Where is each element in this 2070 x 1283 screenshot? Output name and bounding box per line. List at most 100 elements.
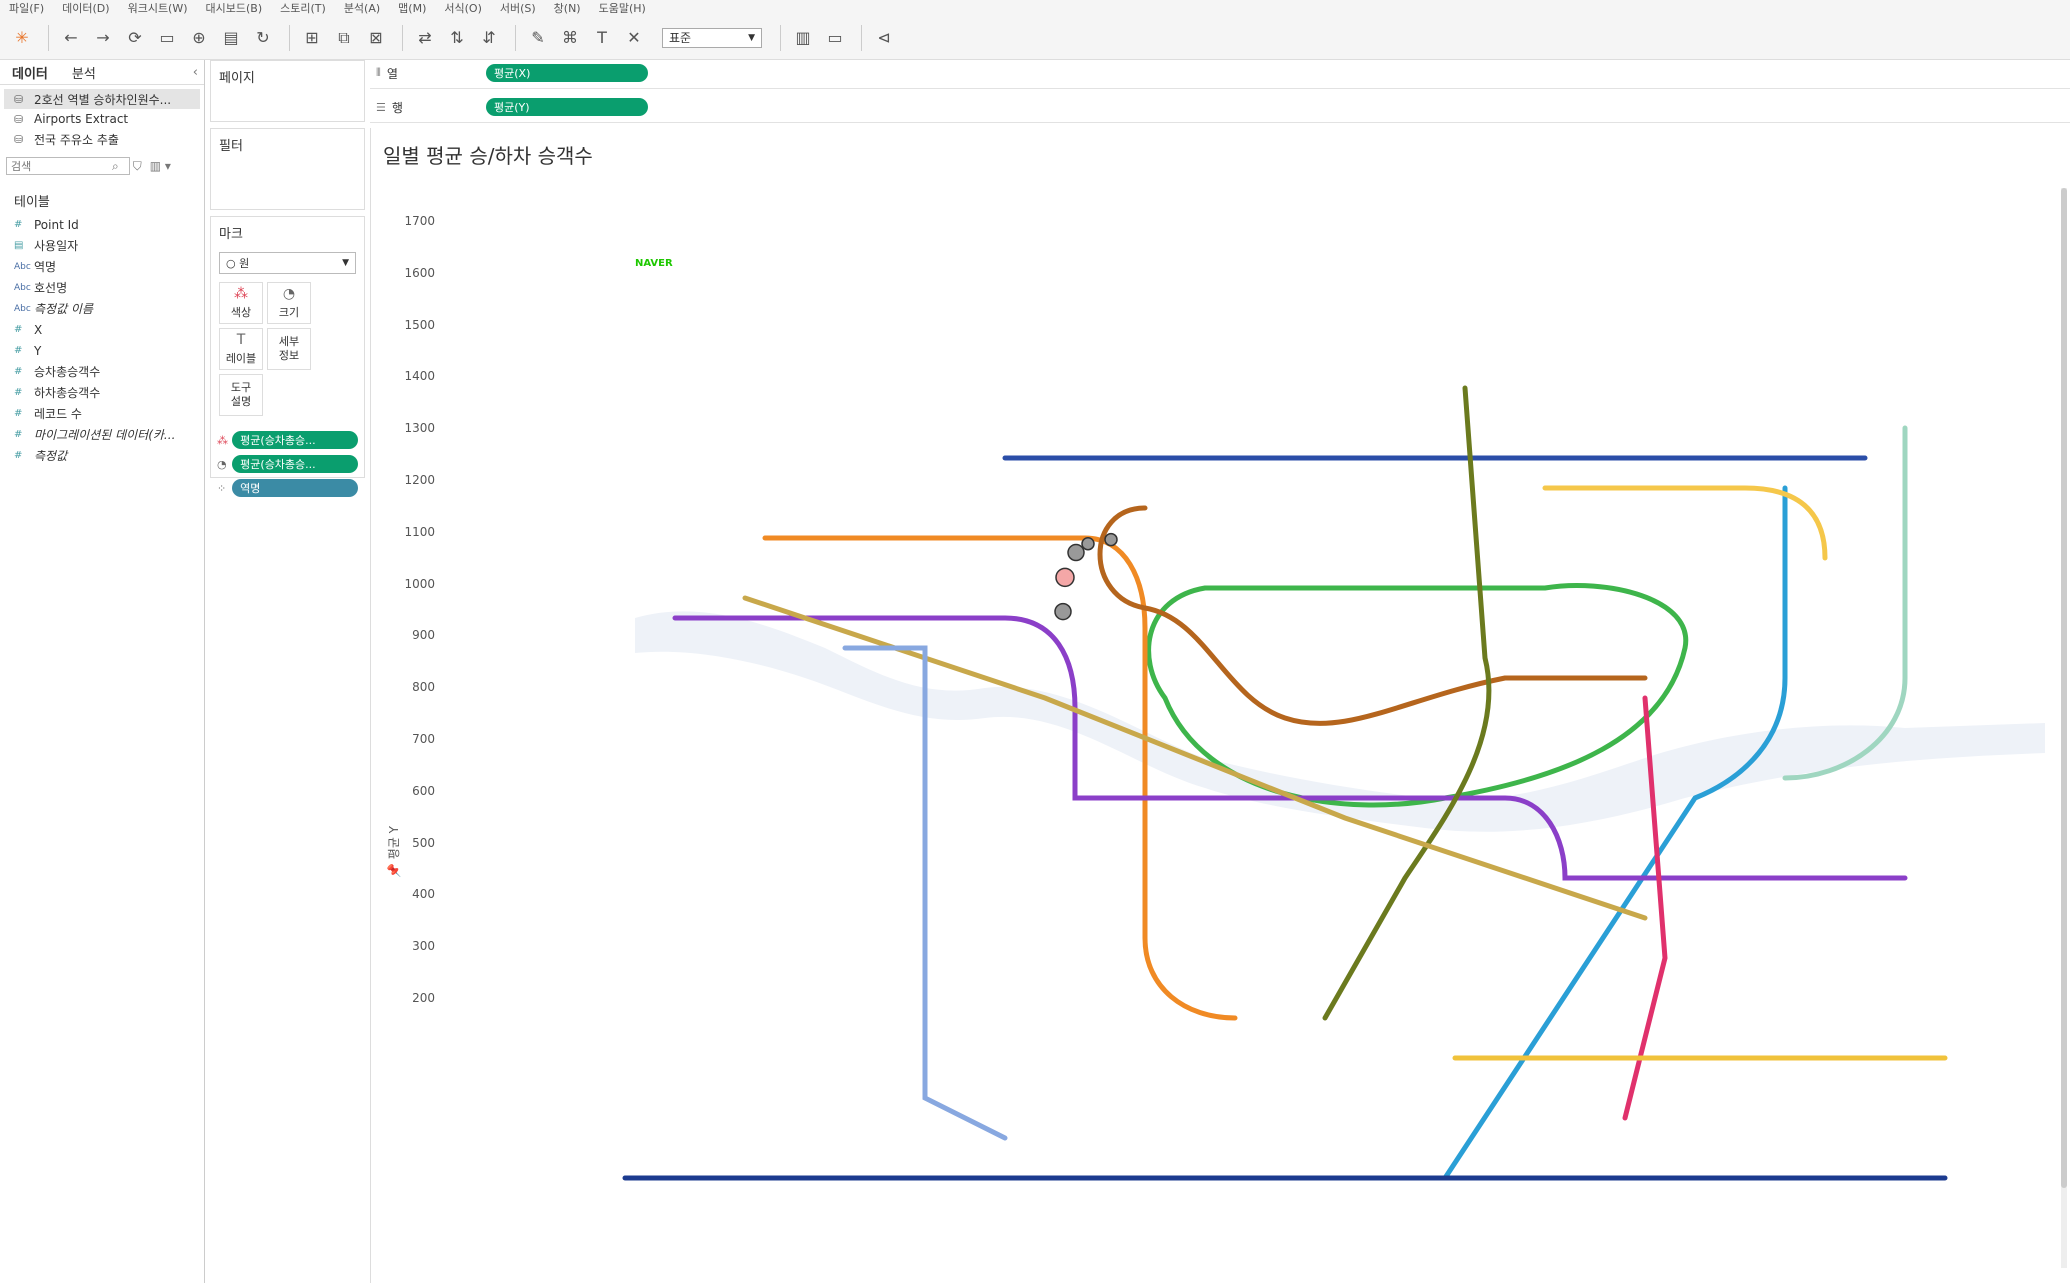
save-icon[interactable]: ▭ [159,28,175,47]
datasource-item[interactable]: ⛁ 2호선 역별 승하차인원수... [4,89,200,109]
menu-worksheet[interactable]: 워크시트(W) [127,2,188,15]
field-item[interactable]: #Point Id [0,214,204,235]
pause-updates-icon[interactable]: ▤ [223,28,239,47]
menu-map[interactable]: 맵(M) [398,2,427,15]
clear-sheet-icon[interactable]: ⊠ [369,28,383,47]
sort-descending-icon[interactable]: ⇵ [482,28,496,47]
menu-format[interactable]: 서식(O) [444,2,482,15]
rows-pill[interactable]: 평균(Y) [486,98,648,116]
collapse-icon[interactable]: ‹ [192,64,198,80]
y-axis-label-text: 평균 Y [387,825,401,860]
vertical-scrollbar[interactable] [2061,188,2067,1268]
presentation-icon[interactable]: ▭ [827,28,843,47]
field-name: Point Id [34,217,79,232]
label-icon: T [236,332,246,348]
columns-pill[interactable]: 평균(X) [486,64,648,82]
size-icon: ◔ [282,286,296,302]
view-options-icon[interactable]: ▥ ▾ [149,159,171,173]
show-me-icon[interactable]: ▥ [795,28,811,47]
station-mark[interactable] [1081,536,1095,551]
color-label: 색상 [230,306,252,319]
viz-title: 일별 평균 승/하차 승객수 [383,144,593,168]
datasource-label: 전국 주유소 추출 [34,132,119,147]
datasource-label: Airports Extract [34,112,129,126]
tab-analysis[interactable]: 분석 [71,66,96,82]
menu-analysis[interactable]: 분석(A) [343,2,381,15]
field-item[interactable]: #레코드 수 [0,403,204,424]
marks-title: 마크 [219,227,243,242]
new-worksheet-icon[interactable]: ⊞ [305,28,319,47]
toolbar-divider [289,24,290,51]
tab-data[interactable]: 데이터 [12,66,48,82]
highlight-icon[interactable]: ✎ [531,28,545,47]
number-type-icon: # [14,324,23,335]
share-icon[interactable]: ⊲ [877,28,891,47]
field-item[interactable]: #X [0,319,204,340]
swap-icon[interactable]: ⇄ [418,28,432,47]
menu-story[interactable]: 스토리(T) [280,2,326,15]
detail-dimension-pill[interactable]: 역명 [232,479,358,497]
label-icon[interactable]: T [597,28,607,47]
columns-shelf-label: ⦀열 [370,65,486,82]
datasource-item[interactable]: ⛁ 전국 주유소 추출 [0,129,204,149]
number-type-icon: # [14,366,23,377]
size-pill-row: ◔ 평균(승차총승... [211,452,364,476]
fit-select[interactable]: 표준 ▼ [662,27,762,48]
y-tick-label: 1200 [404,473,435,487]
field-item[interactable]: #승차총승객수 [0,361,204,382]
string-type-icon: Abc [14,282,31,293]
mark-type-select[interactable]: ○ 원 ▼ [219,252,356,274]
station-mark[interactable] [1104,532,1118,547]
station-mark[interactable] [1067,543,1085,562]
duplicate-icon[interactable]: ⧉ [338,27,350,47]
replay-icon[interactable]: ⟳ [128,28,142,47]
river-shape [635,611,2045,832]
refresh-icon[interactable]: ↻ [256,28,270,47]
menu-help[interactable]: 도움말(H) [598,2,646,15]
tables-title: 테이블 [14,195,50,210]
fix-axes-icon[interactable]: ✕ [627,28,641,47]
plot-area[interactable]: NAVER [445,178,2045,1278]
menu-data[interactable]: 데이터(D) [62,2,110,15]
tooltip-button[interactable]: 도구 설명 [219,374,263,416]
datasource-item[interactable]: ⛁ Airports Extract [0,109,204,129]
field-name: 측정값 이름 [34,302,94,316]
new-datasource-icon[interactable]: ⊕ [192,28,206,47]
detail-button[interactable]: 세부 정보 [267,328,311,370]
field-item[interactable]: #마이그레이션된 데이터(카... [0,424,204,445]
menu-window[interactable]: 창(N) [553,2,581,15]
line-6-path [1097,505,1648,726]
field-item[interactable]: ▤사용일자 [0,235,204,256]
undo-icon[interactable]: ← [64,28,78,47]
field-item[interactable]: #Y [0,340,204,361]
group-icon[interactable]: ⌘ [562,28,578,47]
menu-server[interactable]: 서버(S) [499,2,536,15]
field-item[interactable]: #측정값 [0,445,204,466]
airport-railroad-path [842,645,1008,1141]
menu-file[interactable]: 파일(F) [9,2,45,15]
station-mark[interactable] [1055,567,1075,588]
menu-dashboard[interactable]: 대시보드(B) [205,2,263,15]
field-item[interactable]: #하차총승객수 [0,382,204,403]
redo-icon[interactable]: → [96,28,110,47]
color-measure-pill[interactable]: 평균(승차총승... [232,431,358,449]
menu-bar: 파일(F) 데이터(D) 워크시트(W) 대시보드(B) 스토리(T) 분석(A… [0,0,2070,16]
field-search-input[interactable] [6,157,130,175]
size-button[interactable]: ◔크기 [267,282,311,324]
scrollbar-thumb[interactable] [2061,188,2067,1188]
sort-ascending-icon[interactable]: ⇅ [450,28,464,47]
toolbar-divider [780,24,781,51]
detail-pill-row: ⁘ 역명 [211,476,364,500]
field-name: 측정값 [34,449,68,463]
tableau-logo-icon[interactable]: ✳ [15,28,29,47]
station-mark[interactable] [1054,602,1072,621]
size-measure-pill[interactable]: 평균(승차총승... [232,455,358,473]
color-button[interactable]: ⁂색상 [219,282,263,324]
filter-icon[interactable]: ⛉ [132,158,142,173]
